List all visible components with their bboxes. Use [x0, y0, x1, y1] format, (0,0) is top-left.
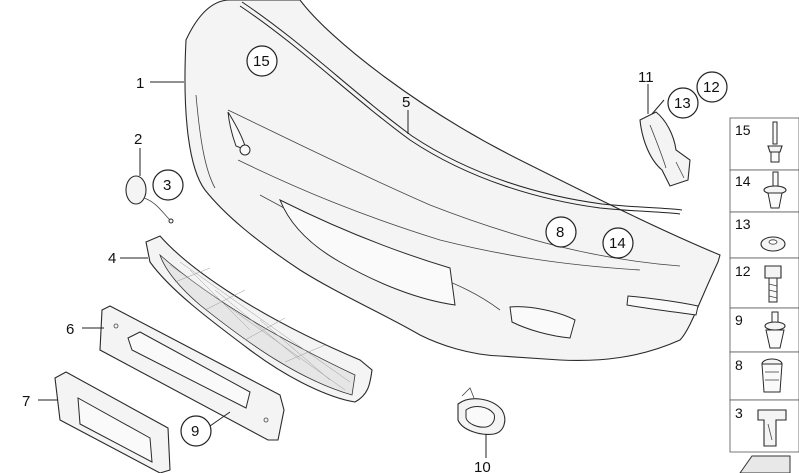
callout-3: 3: [163, 177, 171, 194]
license-plate-base: [54, 371, 171, 473]
push-clip-icon: [763, 171, 787, 209]
callout-15: 15: [253, 53, 270, 70]
callout-5: 5: [402, 94, 410, 111]
bracket-clip-icon: [757, 409, 787, 447]
expanding-rivet-icon: [764, 311, 786, 349]
legend-9: 9: [735, 312, 743, 328]
callout-6: 6: [66, 321, 74, 338]
legend-8: 8: [735, 357, 743, 373]
leader-lines: [38, 81, 665, 458]
side-bracket: [639, 111, 691, 187]
callout-13: 13: [674, 95, 691, 112]
callout-1: 1: [136, 75, 144, 92]
legend-15: 15: [735, 122, 751, 138]
fog-light-trim: [457, 387, 506, 435]
callout-2: 2: [134, 131, 142, 148]
bumper-cover: [184, 0, 721, 362]
license-bracket: [99, 305, 285, 441]
lower-grille: [145, 235, 373, 403]
bolt-icon: [764, 265, 782, 303]
callout-10: 10: [474, 459, 491, 473]
nut-clip-icon: [761, 358, 783, 393]
top-seal-strip: [239, 1, 683, 215]
tow-hook-cover: [125, 175, 174, 224]
callout-8: 8: [556, 224, 564, 241]
callout-11: 11: [638, 69, 654, 86]
fastener-legend: 15 14 13 12 9 8 3: [729, 117, 799, 473]
callout-9: 9: [191, 423, 199, 440]
callout-7: 7: [22, 393, 30, 410]
legend-12: 12: [735, 263, 751, 279]
callout-12: 12: [703, 79, 720, 96]
washer-icon: [760, 236, 786, 252]
callout-14: 14: [609, 235, 626, 252]
legend-3: 3: [735, 405, 743, 421]
circled-callouts: 15 3 8 14 12 13 9: [152, 45, 728, 447]
legend-13: 13: [735, 216, 751, 232]
callout-4: 4: [108, 250, 116, 267]
rivet-icon: [767, 121, 783, 163]
legend-14: 14: [735, 173, 751, 189]
callout-labels: 1 2 4 5 6 7 10 11: [22, 69, 654, 473]
corner-tab-icon: [739, 455, 791, 473]
